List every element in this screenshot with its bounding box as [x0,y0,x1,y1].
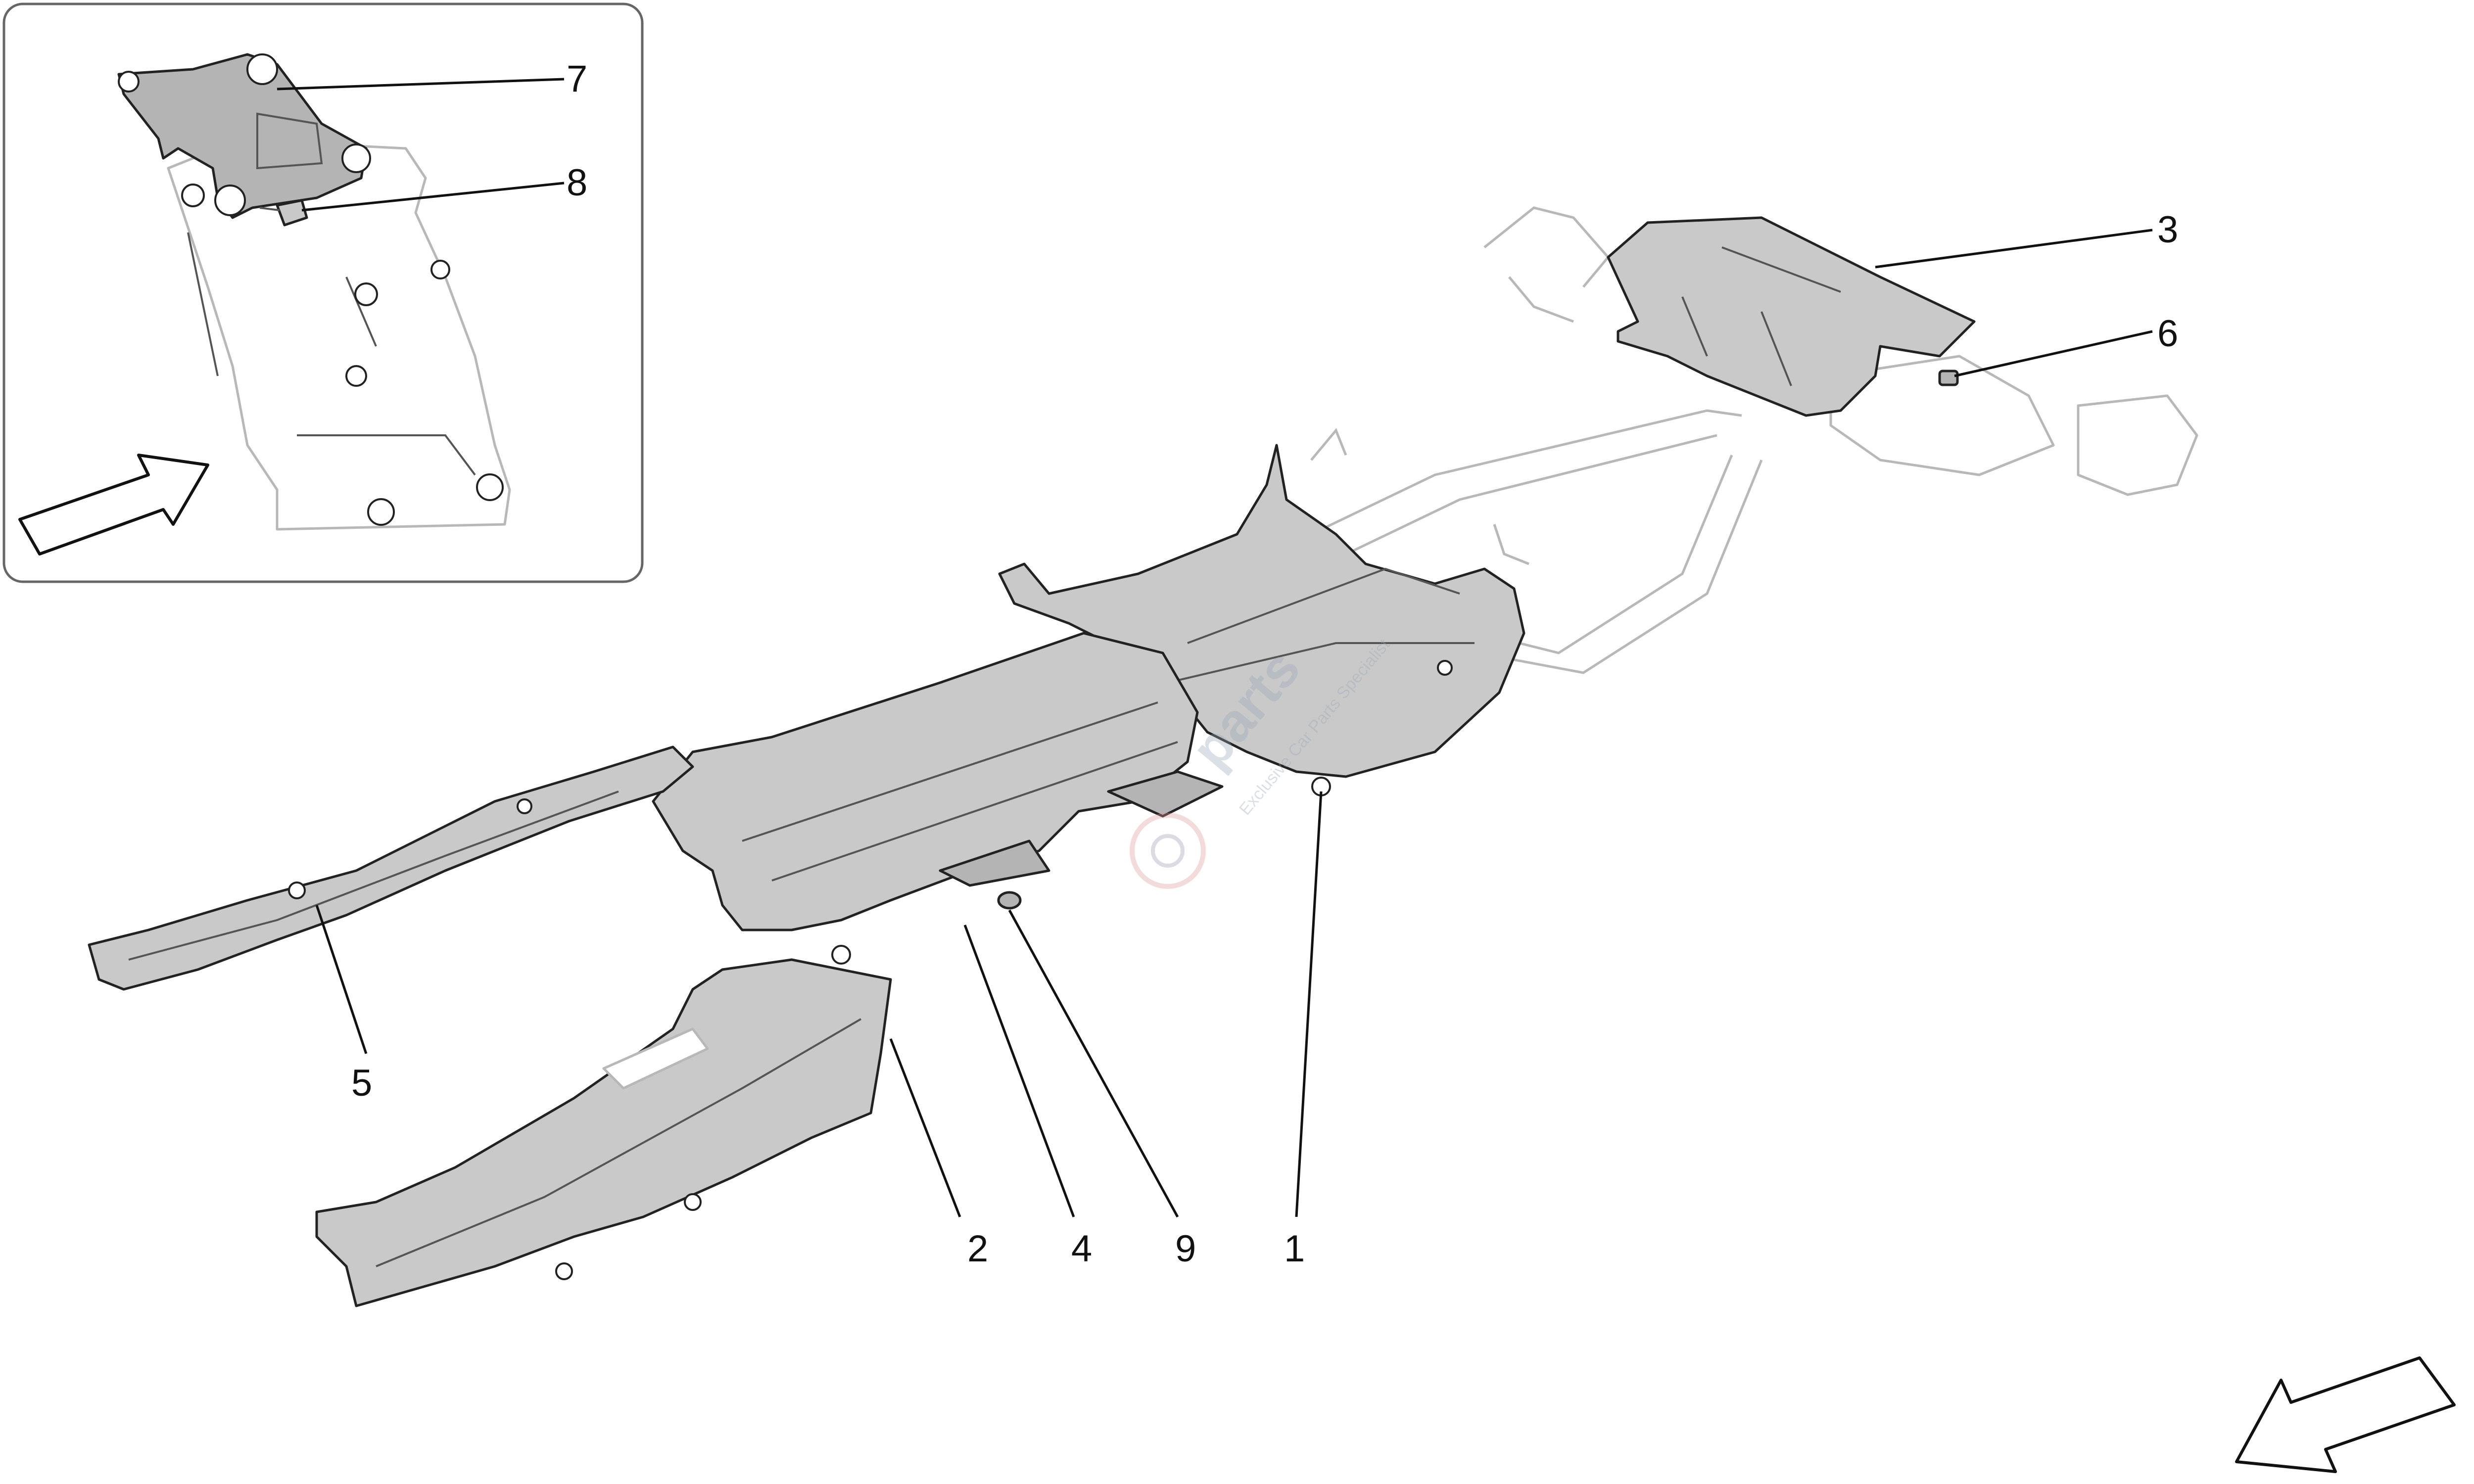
callout-7: 7 [567,58,587,100]
exhaust-pipes-ghost [1310,206,2198,674]
inset-view-arrow-icon [18,454,209,556]
callout-9: 9 [1175,1228,1196,1270]
leader-lines [277,78,2153,1218]
callout-6: 6 [2157,313,2178,355]
direction-arrow-icon [2235,1356,2456,1473]
rear-muffler-ghost [1829,355,2055,476]
rear-muffler-heat-shield [1607,216,1976,417]
callout-3: 3 [2157,209,2178,251]
callout-4: 4 [1071,1228,1092,1270]
front-heat-shield [315,958,892,1307]
callout-8: 8 [567,162,587,204]
side-support-bracket [88,745,694,991]
fixing-clip [1938,370,1959,386]
callout-1: 1 [1284,1228,1305,1270]
callout-5: 5 [351,1062,372,1104]
center-front-heat-shield [652,632,1199,931]
inset-detail-panel [2,2,644,583]
inset-subframe-ghost [167,142,511,531]
callout-2: 2 [967,1228,988,1270]
callouts: 7 8 3 6 5 2 4 9 1 [351,58,2178,1270]
fixing-nut [997,891,1022,910]
inset-bolt [259,199,308,227]
